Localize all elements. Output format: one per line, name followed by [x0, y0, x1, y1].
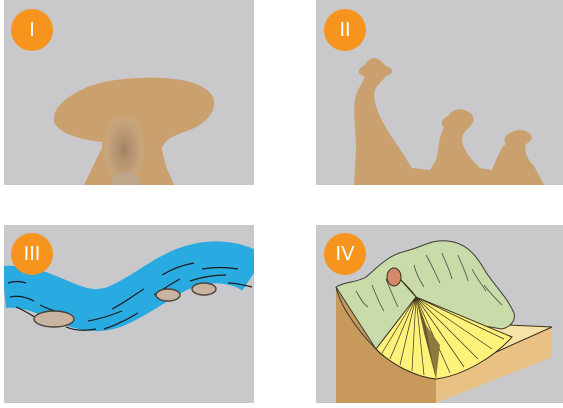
- pebble: [34, 311, 74, 327]
- panel-label-badge: II: [324, 9, 366, 51]
- pebble: [156, 289, 180, 301]
- panel-river: III: [4, 225, 254, 403]
- panel-label-badge: I: [11, 9, 53, 51]
- panel-hoodoos: II: [316, 0, 563, 185]
- panel-mushroom-rock: I: [4, 0, 254, 185]
- source-rock: [387, 268, 401, 286]
- panel-alluvial-fan: IV: [316, 225, 563, 403]
- panel-label-badge: IV: [324, 233, 366, 275]
- hoodoo-tall: [354, 58, 544, 185]
- panel-label-badge: III: [11, 233, 53, 275]
- pebble: [192, 283, 216, 295]
